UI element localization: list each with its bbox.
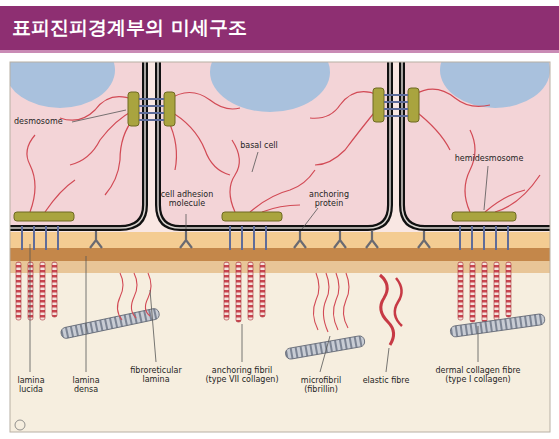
part-label: lamina lucida: [10, 376, 52, 394]
nucleus: [440, 62, 550, 108]
sub-basal-lamina: [10, 261, 550, 273]
cell-membrane: [10, 62, 550, 228]
nucleus: [210, 62, 330, 112]
adhesion-molecule: [90, 231, 430, 248]
anchoring-fibril: [16, 262, 511, 322]
hemidesmosome-symbol: [14, 212, 516, 250]
title-band: [0, 6, 559, 50]
lamina-lucida: [10, 232, 550, 248]
part-label: microfibril (fibrillin): [290, 376, 352, 394]
intercellular-space: [10, 62, 550, 232]
part-label: basal cell: [228, 141, 290, 150]
collagen-fibre: [60, 308, 545, 360]
lamina-densa: [10, 248, 550, 261]
part-label: hemidesmosome: [450, 154, 528, 163]
title-rule: [0, 50, 559, 53]
elastic-fibre-symbol: [380, 275, 394, 345]
part-label: fibroreticular lamina: [124, 366, 188, 384]
part-label: dermal collagen fibre (type I collagen): [426, 366, 530, 384]
plate-mark: [15, 420, 25, 430]
diagram-title: 표피진피경계부의 미세구조: [12, 15, 247, 41]
desmosome-symbol: [128, 88, 419, 126]
elastic-fibre-symbol: [395, 278, 402, 326]
dermis: [10, 62, 550, 432]
nucleus: [10, 62, 115, 108]
keratin-filament: [27, 89, 540, 212]
leader-line: [30, 110, 488, 372]
part-label: cell adhesion molecule: [156, 190, 218, 208]
fine-fibre: [117, 273, 349, 332]
part-label: anchoring protein: [296, 190, 362, 208]
part-label: lamina densa: [62, 376, 110, 394]
part-label: anchoring fibril (type VII collagen): [202, 366, 282, 384]
part-label: elastic fibre: [360, 376, 412, 385]
image-frame: [10, 62, 550, 432]
part-label: desmosome: [14, 117, 72, 126]
